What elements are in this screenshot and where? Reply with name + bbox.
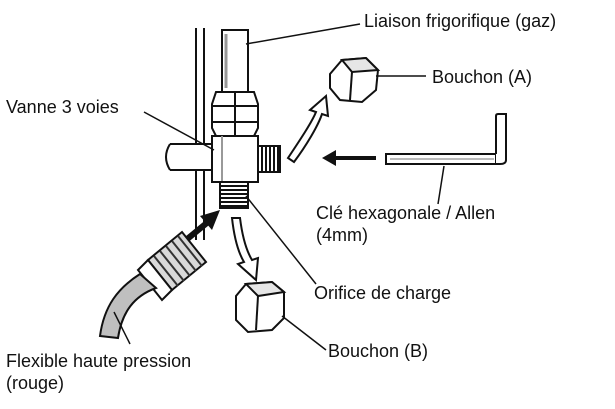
curved-arrow-to-cap-b xyxy=(230,217,260,283)
label-liaison-frigorifique: Liaison frigorifique (gaz) xyxy=(364,11,557,31)
label-flexible-line1: Flexible haute pression xyxy=(6,351,192,371)
flexible-hose xyxy=(98,272,158,340)
liaison-leader xyxy=(245,23,361,45)
flare-nut xyxy=(211,91,259,137)
label-flexible-line2: (rouge) xyxy=(6,373,65,393)
allen-wrench xyxy=(385,113,507,165)
hose-connect-arrow xyxy=(184,210,220,243)
cap-b-leader xyxy=(281,315,327,351)
cap-b xyxy=(235,280,287,334)
charge-port-thread xyxy=(219,181,249,209)
label-orifice-de-charge: Orifice de charge xyxy=(314,283,452,303)
label-bouchon-b: Bouchon (B) xyxy=(328,341,429,361)
wrench-leader xyxy=(437,165,445,205)
hose-leader xyxy=(113,311,131,345)
wall-lines xyxy=(195,28,205,240)
curved-arrow-to-cap-a xyxy=(286,93,330,164)
label-cle-hexagonale-line1: Clé hexagonale / Allen xyxy=(316,203,496,223)
label-bouchon-a: Bouchon (A) xyxy=(432,67,533,87)
three-way-valve-body xyxy=(211,135,259,183)
horizontal-pipe xyxy=(165,143,213,171)
cap-a xyxy=(329,56,381,104)
label-vanne-3-voies: Vanne 3 voies xyxy=(6,97,119,117)
label-cle-hexagonale-line2: (4mm) xyxy=(316,225,368,245)
hose-coupling xyxy=(136,230,208,302)
vanne-leader xyxy=(143,111,215,151)
wrench-direction-arrow xyxy=(322,150,376,166)
right-threaded-port xyxy=(257,145,281,173)
refrigerant-line xyxy=(221,29,249,93)
orifice-leader xyxy=(245,195,317,285)
